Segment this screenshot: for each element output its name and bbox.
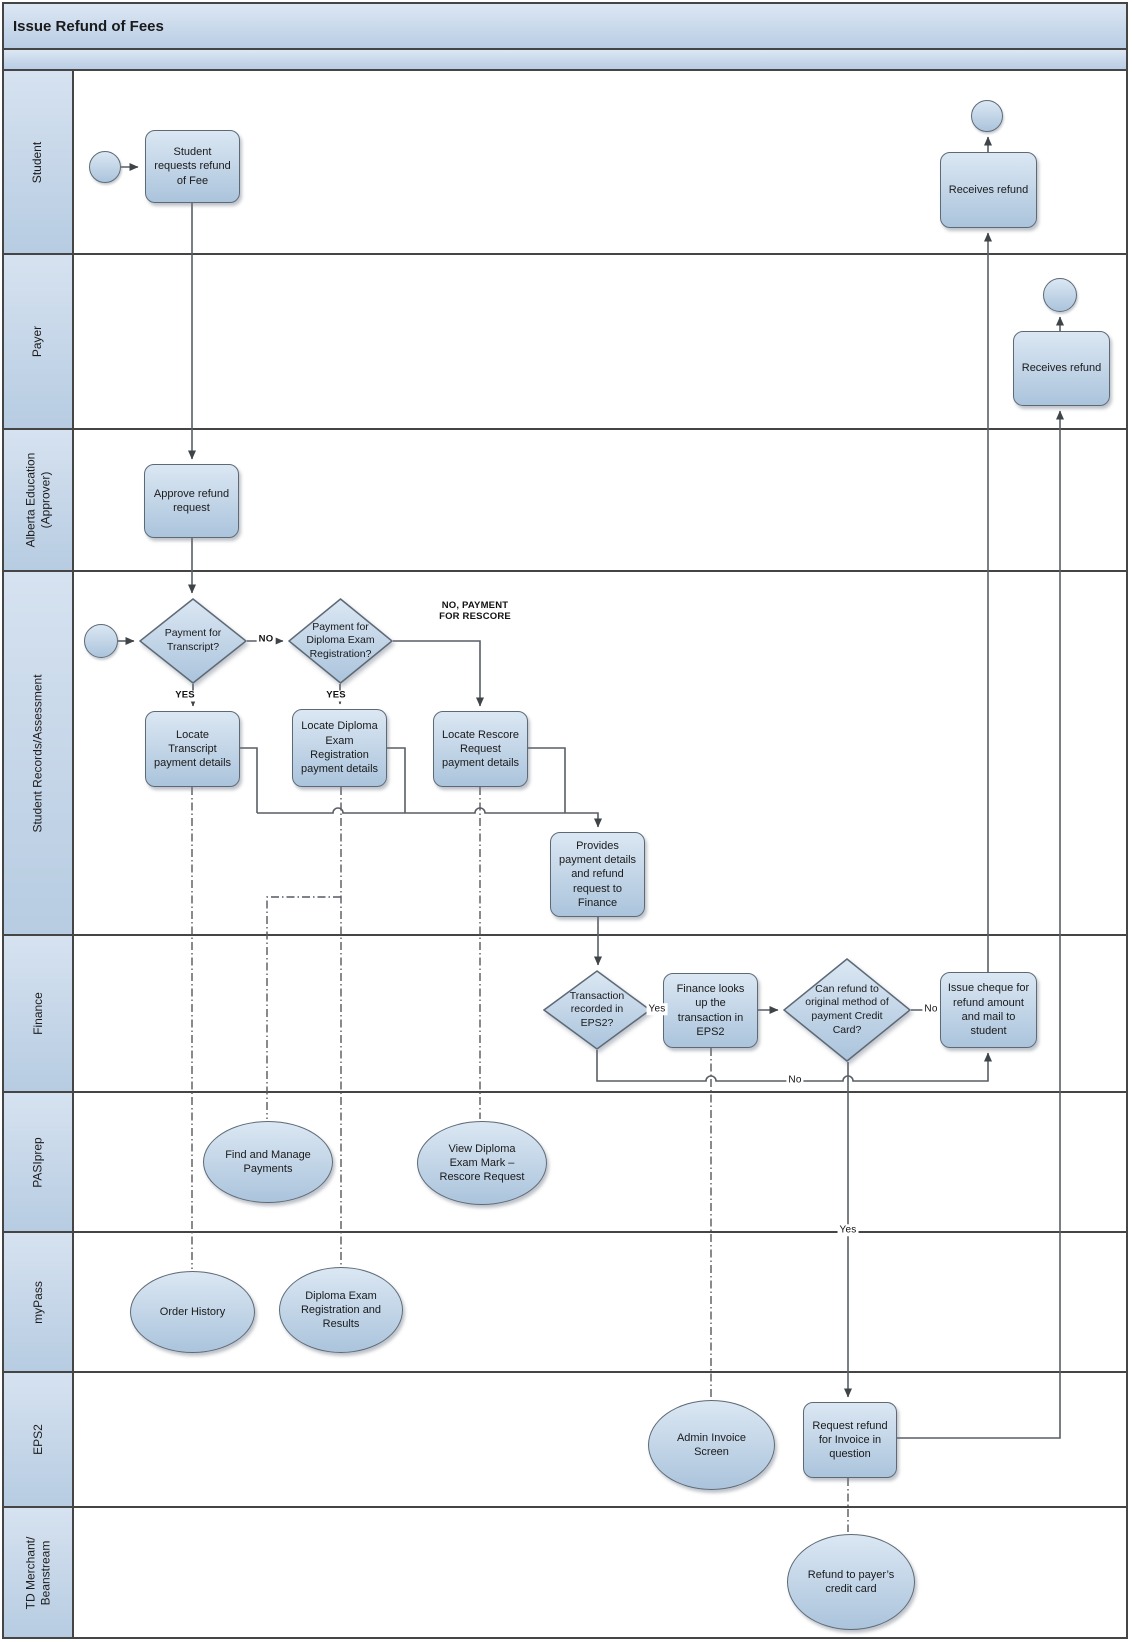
diamond-shape xyxy=(543,970,651,1050)
node-label: Provides payment details and refund requ… xyxy=(558,839,637,909)
start-student[interactable] xyxy=(89,151,121,183)
diagram-title: Issue Refund of Fees xyxy=(4,4,1128,50)
node-label: Can refund to original method of payment… xyxy=(805,982,889,1036)
node-label: Transaction recorded in EPS2? xyxy=(569,989,625,1029)
task-locate-diploma-payment[interactable]: Locate Diploma Exam Registration payment… xyxy=(292,709,387,787)
lane-payer: Payer xyxy=(4,255,1128,430)
lane-label-text: Finance xyxy=(30,992,45,1035)
decision-payment-for-transcript[interactable]: Payment for Transcript? xyxy=(139,598,247,684)
lane-label-text: EPS2 xyxy=(30,1424,45,1455)
start-student-records[interactable] xyxy=(84,624,118,658)
lane-header-mypass: myPass xyxy=(4,1233,74,1371)
label-yes-diploma: YES xyxy=(324,689,348,702)
lane-label-text: Payer xyxy=(30,325,45,358)
task-student-receives-refund[interactable]: Receives refund xyxy=(940,152,1037,228)
node-label: Payment for Diploma Exam Registration? xyxy=(306,620,375,660)
task-locate-rescore-payment[interactable]: Locate Rescore Request payment details xyxy=(433,711,528,787)
task-finance-looks-up[interactable]: Finance looks up the transaction in EPS2 xyxy=(663,973,758,1048)
pool-band xyxy=(4,50,1128,71)
diamond-shape xyxy=(288,598,393,684)
ellipse-diploma-exam-registration[interactable]: Diploma Exam Registration and Results xyxy=(279,1267,403,1353)
label-no-original-method: No xyxy=(922,1003,940,1015)
ellipse-order-history[interactable]: Order History xyxy=(130,1271,255,1353)
lane-header-pasiprep: PASIprep xyxy=(4,1093,74,1231)
node-label: View Diploma Exam Mark – Rescore Request xyxy=(439,1142,525,1184)
node-label: Locate Transcript payment details xyxy=(153,728,232,770)
node-label: Find and Manage Payments xyxy=(225,1148,311,1175)
decision-can-refund-original[interactable]: Can refund to original method of payment… xyxy=(783,958,911,1062)
node-label: Order History xyxy=(159,1305,226,1318)
node-label: Locate Rescore Request payment details xyxy=(441,728,520,770)
diamond-shape xyxy=(139,598,247,684)
node-label: Approve refund request xyxy=(153,487,230,514)
node-label: Receives refund xyxy=(1021,362,1102,375)
label-yes-transcript: YES xyxy=(173,689,197,702)
lane-header-student: Student xyxy=(4,71,74,253)
node-label: Refund to payer’s credit card xyxy=(807,1568,895,1595)
node-label: Admin Invoice Screen xyxy=(676,1431,747,1458)
lane-label-text: Alberta Education (Approver) xyxy=(23,452,53,548)
task-payer-receives-refund[interactable]: Receives refund xyxy=(1013,331,1110,406)
node-label: Locate Diploma Exam Registration payment… xyxy=(300,720,379,776)
label-no-not-recorded: No xyxy=(786,1074,804,1086)
node-label: Request refund for Invoice in question xyxy=(812,1419,888,1461)
lane-header-eps2: EPS2 xyxy=(4,1373,74,1506)
decision-transaction-recorded[interactable]: Transaction recorded in EPS2? xyxy=(543,970,651,1050)
node-label: Payment for Transcript? xyxy=(164,627,222,653)
node-label: Finance looks up the transaction in EPS2 xyxy=(676,982,745,1038)
node-label: Student requests refund of Fee xyxy=(154,146,231,187)
ellipse-view-diploma-exam-mark[interactable]: View Diploma Exam Mark – Rescore Request xyxy=(417,1121,547,1205)
lane-label-text: PASIprep xyxy=(30,1136,45,1188)
lane-pasiprep: PASIprep xyxy=(4,1093,1128,1233)
task-request-refund-invoice[interactable]: Request refund for Invoice in question xyxy=(803,1402,897,1478)
task-issue-cheque[interactable]: Issue cheque for refund amount and mail … xyxy=(940,972,1037,1048)
label-yes-recorded: Yes xyxy=(646,1003,668,1015)
task-provides-payment-details[interactable]: Provides payment details and refund requ… xyxy=(550,832,645,917)
node-label: Issue cheque for refund amount and mail … xyxy=(947,982,1030,1038)
ellipse-admin-invoice-screen[interactable]: Admin Invoice Screen xyxy=(648,1400,775,1490)
lane-label-text: TD Merchant/ Beanstream xyxy=(23,1536,52,1609)
lane-header-payer: Payer xyxy=(4,255,74,428)
lane-header-student-records: Student Records/Assessment xyxy=(4,572,74,934)
decision-payment-for-diploma-exam[interactable]: Payment for Diploma Exam Registration? xyxy=(288,598,393,684)
label-yes-can-refund: Yes xyxy=(837,1224,859,1236)
task-student-requests-refund[interactable]: Student requests refund of Fee xyxy=(145,130,240,203)
label-no-payment-rescore: NO, PAYMENT FOR RESCORE xyxy=(437,600,513,623)
lane-header-finance: Finance xyxy=(4,936,74,1091)
end-student[interactable] xyxy=(971,100,1003,132)
label-no-transcript: NO xyxy=(256,633,276,646)
task-locate-transcript-payment[interactable]: Locate Transcript payment details xyxy=(145,711,240,787)
node-label: Receives refund xyxy=(948,183,1029,196)
lane-label-text: myPass xyxy=(30,1280,45,1324)
lane-header-alberta-education: Alberta Education (Approver) xyxy=(4,430,74,570)
ellipse-find-and-manage-payments[interactable]: Find and Manage Payments xyxy=(203,1121,333,1203)
lane-header-td-merchant: TD Merchant/ Beanstream xyxy=(4,1508,74,1637)
lane-label-text: Student xyxy=(30,141,45,183)
lane-label-text: Student Records/Assessment xyxy=(30,673,45,833)
task-approve-refund-request[interactable]: Approve refund request xyxy=(144,464,239,538)
node-label: Diploma Exam Registration and Results xyxy=(300,1289,382,1331)
ellipse-refund-to-payers-card[interactable]: Refund to payer’s credit card xyxy=(787,1534,915,1630)
lane-td-merchant: TD Merchant/ Beanstream xyxy=(4,1508,1128,1637)
lane-eps2: EPS2 xyxy=(4,1373,1128,1508)
end-payer[interactable] xyxy=(1043,278,1077,312)
